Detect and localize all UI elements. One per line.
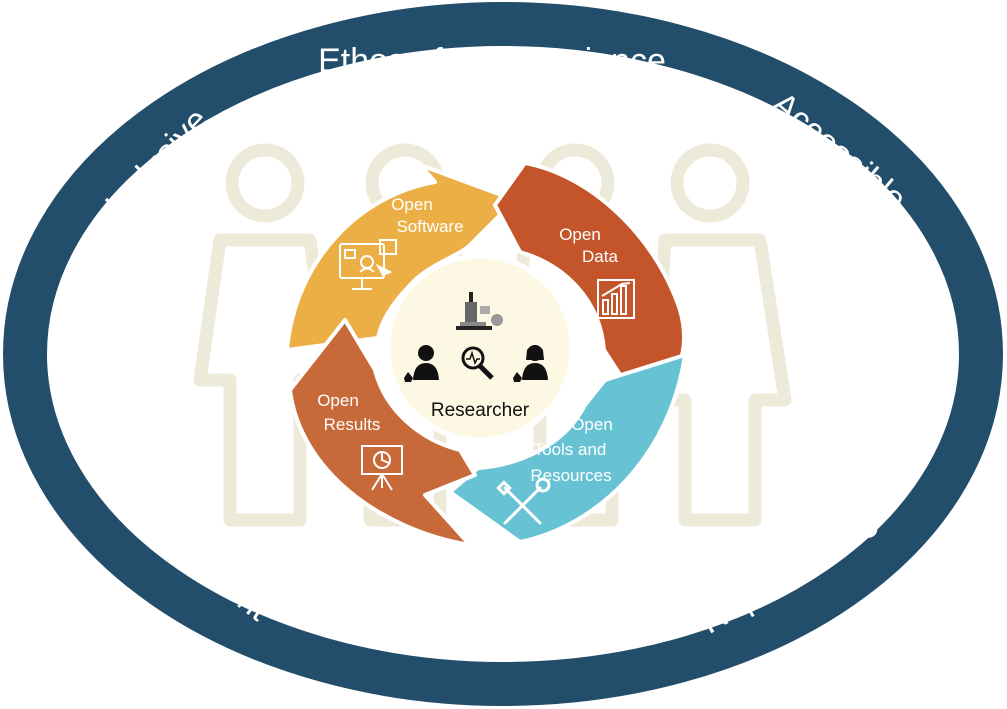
segment-data-line1: Open xyxy=(559,225,601,244)
magnifier-icon xyxy=(461,346,494,380)
bar-chart-icon xyxy=(597,279,635,319)
microscope-icon xyxy=(456,292,503,330)
segment-open-results xyxy=(288,318,477,547)
male-scientist-icon xyxy=(404,345,439,382)
segment-tools-line3: Resources xyxy=(530,466,611,485)
segment-results-line1: Open xyxy=(317,391,359,410)
software-icon xyxy=(339,239,397,290)
researcher-circle xyxy=(385,253,575,443)
segment-tools-line2: Tools and xyxy=(534,440,607,459)
segment-data-line2: Data xyxy=(582,247,618,266)
ring-title: Ethos of Open Science xyxy=(318,42,666,80)
wrench-screwdriver-icon xyxy=(496,477,551,525)
segment-software-line2: Software xyxy=(396,217,463,236)
segment-results-line2: Results xyxy=(324,415,381,434)
center-label: Researcher xyxy=(431,400,530,421)
presentation-board-icon xyxy=(361,445,403,491)
segment-software-line1: Open xyxy=(391,195,433,214)
cycle-arrows xyxy=(285,161,687,547)
female-scientist-icon xyxy=(513,345,548,382)
segment-open-software xyxy=(285,163,517,352)
segment-open-tools xyxy=(448,353,687,544)
segment-open-data xyxy=(493,161,687,392)
segment-tools-line1: Open xyxy=(571,415,613,434)
ethos-ring xyxy=(3,2,1003,706)
